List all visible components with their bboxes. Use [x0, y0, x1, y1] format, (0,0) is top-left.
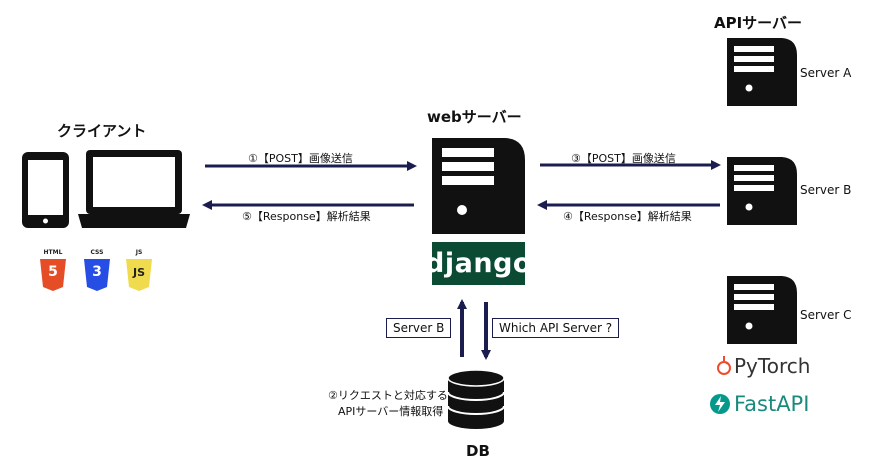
- arrow-3-label: ③【POST】画像送信: [571, 152, 676, 165]
- arrow-2-label-line1: ②リクエストと対応する: [328, 389, 448, 402]
- web-server-title: webサーバー: [427, 108, 522, 126]
- server-a-label: Server A: [800, 66, 852, 80]
- js-label: JS: [135, 249, 143, 256]
- server-b-label: Server B: [800, 183, 852, 197]
- pytorch-icon: [717, 356, 731, 375]
- client-title: クライアント: [57, 122, 147, 140]
- django-logo: django: [425, 242, 531, 285]
- database-icon: [447, 369, 505, 429]
- pytorch-logo: PyTorch: [734, 354, 811, 378]
- tablet-icon: [22, 152, 69, 228]
- html-number: 5: [48, 264, 58, 280]
- arrow-1-label: ①【POST】画像送信: [248, 152, 353, 165]
- db-title: DB: [466, 442, 490, 460]
- fastapi-icon: [710, 394, 730, 414]
- js-mark: JS: [132, 266, 145, 279]
- html-label: HTML: [43, 249, 63, 256]
- server-c-icon: [727, 276, 797, 344]
- arrow-5-label: ⑤【Response】解析結果: [242, 210, 371, 223]
- css-number: 3: [92, 264, 102, 280]
- web-server-icon: [432, 138, 525, 234]
- api-server-title: APIサーバー: [714, 14, 803, 32]
- arrow-2-label-line2: APIサーバー情報取得: [338, 405, 444, 418]
- server-c-label: Server C: [800, 308, 852, 322]
- html5-icon: [40, 259, 66, 291]
- server-b-icon: [727, 157, 797, 225]
- laptop-icon: [78, 150, 190, 228]
- css3-icon: [84, 259, 110, 291]
- css-label: CSS: [90, 249, 104, 256]
- js-icon: [126, 259, 152, 291]
- server-b-box: Server B: [386, 318, 452, 338]
- fastapi-logo: FastAPI: [734, 392, 810, 416]
- which-api-box: Which API Server ?: [492, 318, 620, 338]
- server-a-icon: [727, 38, 797, 106]
- arrow-4-label: ④【Response】解析結果: [563, 210, 692, 223]
